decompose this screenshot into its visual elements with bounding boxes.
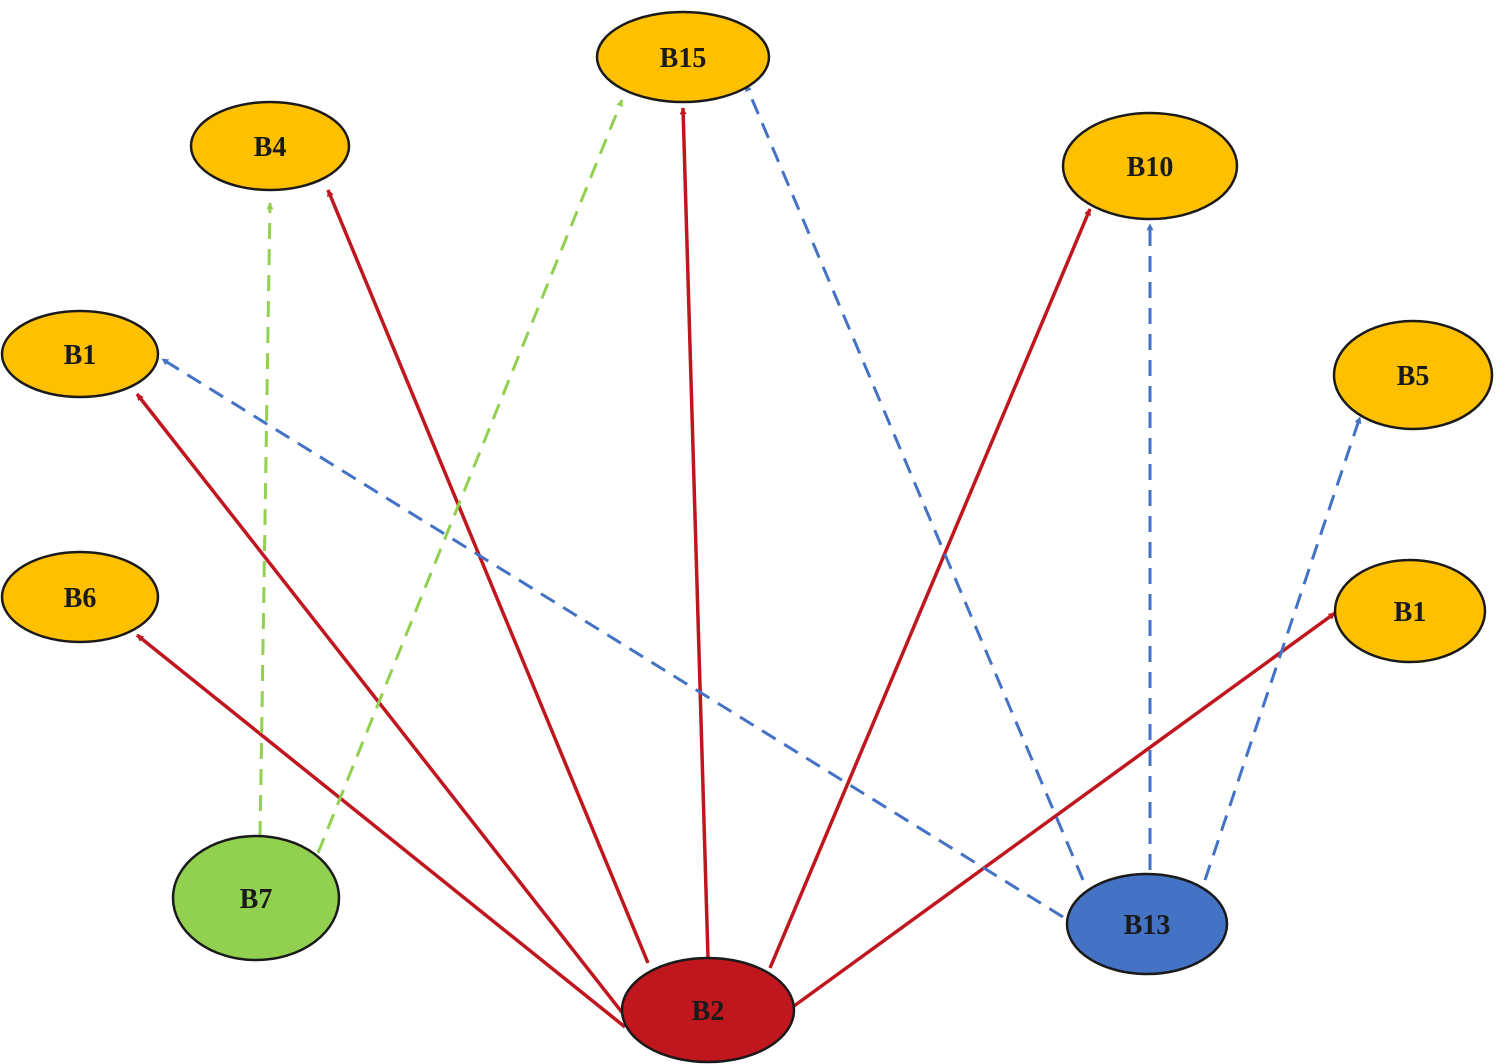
node-b15-shape — [595, 10, 771, 104]
node-b4: B4 — [189, 100, 351, 192]
node-b1-left-shape — [0, 309, 160, 399]
node-b6: B6 — [0, 550, 160, 644]
node-b6-label: B6 — [64, 583, 97, 614]
node-b10-shape — [1061, 111, 1239, 221]
edge-b13-to-b15 — [744, 84, 1085, 881]
edge-b2-to-b1-left — [135, 392, 630, 1022]
node-b1-right-shape — [1333, 558, 1487, 664]
node-b1-left: B1 — [0, 309, 160, 399]
node-b10-label: B10 — [1127, 152, 1174, 183]
edge-b2-to-b15 — [679, 107, 710, 959]
node-b4-shape — [189, 100, 351, 192]
node-b4-label: B4 — [254, 132, 287, 163]
node-b5-label: B5 — [1397, 361, 1430, 392]
edge-b13-to-b5 — [1203, 416, 1362, 881]
node-b7-label: B7 — [240, 884, 273, 915]
node-b2-label: B2 — [692, 996, 725, 1027]
edge-layer — [135, 84, 1362, 1029]
node-b7-shape — [171, 834, 341, 962]
edge-b7-to-b4 — [258, 202, 274, 838]
node-b1-right-label: B1 — [1394, 597, 1427, 628]
node-b10: B10 — [1061, 111, 1239, 221]
edge-b2-to-b10 — [768, 208, 1092, 969]
node-b15: B15 — [595, 10, 771, 104]
node-b1-right: B1 — [1333, 558, 1487, 664]
node-b6-shape — [0, 550, 160, 644]
edge-b13-to-b1-left — [161, 357, 1064, 919]
edge-b2-to-b1-right — [792, 611, 1337, 1008]
node-b2: B2 — [620, 956, 796, 1064]
node-b13-label: B13 — [1124, 910, 1171, 941]
node-b13: B13 — [1065, 872, 1229, 976]
node-b1-left-label: B1 — [64, 340, 97, 371]
edge-b2-to-b4 — [326, 189, 650, 964]
edge-b2-to-b6 — [135, 633, 627, 1029]
node-b7: B7 — [171, 834, 341, 962]
node-b2-shape — [620, 956, 796, 1064]
node-b5-shape — [1332, 319, 1494, 431]
node-b15-label: B15 — [660, 43, 707, 74]
node-b5: B5 — [1332, 319, 1494, 431]
edge-b7-to-b15 — [316, 99, 624, 854]
node-b13-shape — [1065, 872, 1229, 976]
